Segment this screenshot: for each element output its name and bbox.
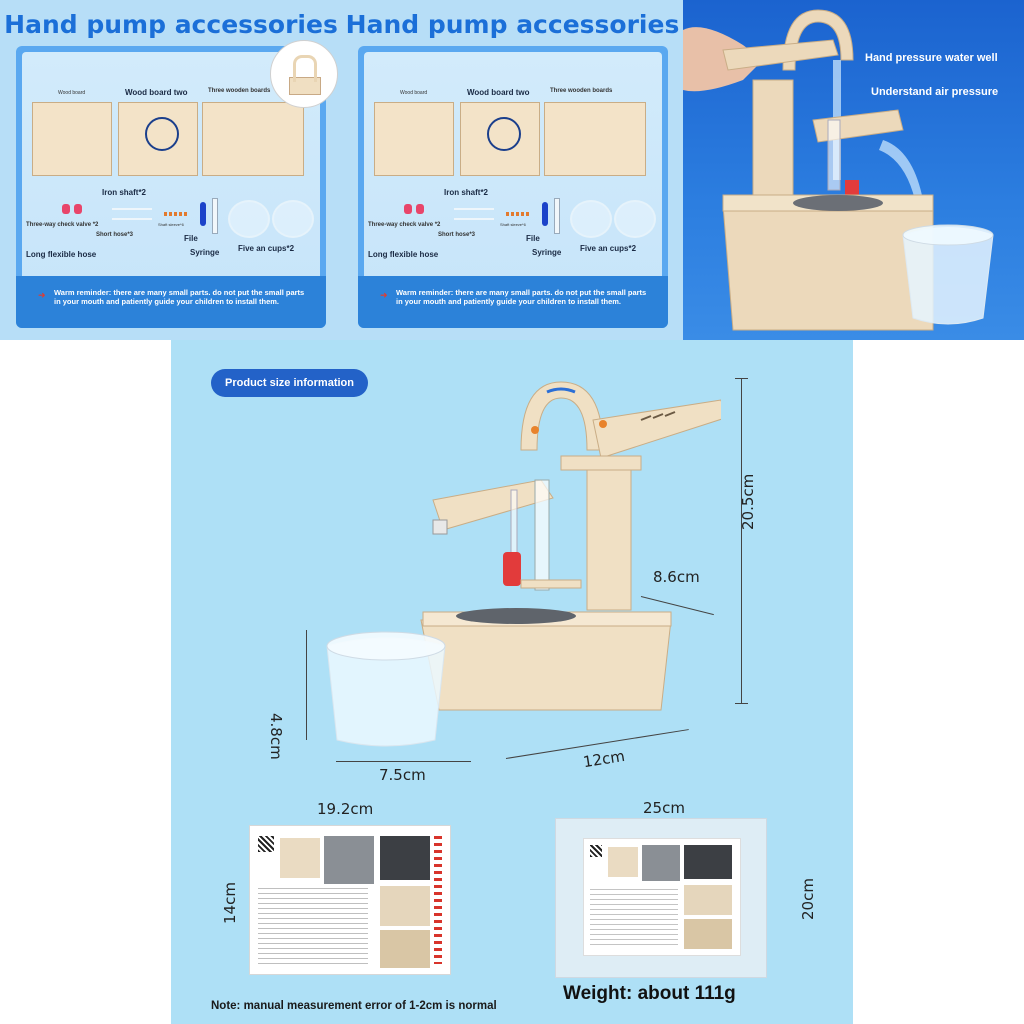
short-hose-label: Short hose*3 bbox=[96, 232, 134, 238]
card-inner: Wood board Wood board two Three wooden b… bbox=[22, 52, 320, 322]
height-dimension-line bbox=[741, 378, 742, 703]
long-hose-label: Long flexible hose bbox=[368, 250, 439, 259]
iron-shaft-image bbox=[454, 218, 494, 220]
file-image bbox=[542, 202, 548, 226]
wood-board-two-image bbox=[118, 102, 198, 176]
product-size-section: Product size information 20.5cm 8.6cm bbox=[171, 340, 853, 1024]
file-label: File bbox=[184, 234, 198, 243]
pump-size-illustration bbox=[326, 381, 721, 747]
packaging-bag-image bbox=[555, 818, 767, 978]
instruction-sheet-image bbox=[250, 826, 450, 974]
wood-board-two-label: Wood board two bbox=[467, 88, 530, 97]
check-valve-label: Three-way check valve *2 bbox=[368, 222, 441, 228]
cup-image bbox=[570, 200, 612, 238]
weight-label: Weight: about 111g bbox=[563, 983, 736, 1004]
arrow-right-icon: ➜ bbox=[38, 290, 46, 300]
iron-shaft-label: Iron shaft*2 bbox=[102, 188, 147, 197]
product-thumbnail bbox=[270, 40, 338, 108]
three-wooden-boards-label: Three wooden boards bbox=[550, 88, 613, 94]
shaft-sleeve-label: Shaft sleeve*6 bbox=[158, 222, 184, 227]
three-wooden-boards-label: Three wooden boards bbox=[208, 88, 271, 94]
cup-width-dimension-line bbox=[336, 761, 471, 762]
warm-reminder-text: Warm reminder: there are many small part… bbox=[54, 288, 305, 306]
accessories-card: Wood board Wood board two Three wooden b… bbox=[358, 46, 668, 328]
iron-shaft-image bbox=[112, 218, 152, 220]
iron-shaft-image bbox=[112, 208, 152, 210]
check-valve-label: Three-way check valve *2 bbox=[26, 222, 99, 228]
cups-label: Five an cups*2 bbox=[238, 244, 295, 253]
wood-board-two-image bbox=[460, 102, 540, 176]
syringe-label: Syringe bbox=[190, 248, 220, 257]
width-dimension-label: 12cm bbox=[581, 746, 627, 772]
shaft-sleeve-image bbox=[164, 212, 188, 216]
cup-height-dimension-line bbox=[306, 630, 307, 740]
three-wooden-boards-image bbox=[544, 102, 646, 176]
sheet-width-label: 19.2cm bbox=[317, 800, 374, 818]
check-valve-image bbox=[74, 204, 82, 214]
wood-board-label: Wood board bbox=[58, 90, 86, 96]
photo-caption-1: Hand pressure water well bbox=[865, 52, 998, 64]
product-size-pill: Product size information bbox=[211, 369, 368, 397]
cup-image bbox=[228, 200, 270, 238]
file-label: File bbox=[526, 234, 540, 243]
shaft-sleeve-image bbox=[506, 212, 530, 216]
long-hose-label: Long flexible hose bbox=[26, 250, 97, 259]
syringe-image bbox=[554, 198, 560, 234]
bag-height-label: 20cm bbox=[799, 878, 817, 920]
wood-board-image bbox=[374, 102, 454, 176]
accessories-panel-2: Hand pump accessories Wood board Wood bo… bbox=[342, 0, 683, 340]
panel-title: Hand pump accessories bbox=[345, 10, 680, 39]
shaft-sleeve-label: Shaft sleeve*6 bbox=[500, 222, 526, 227]
wood-board-image bbox=[32, 102, 112, 176]
cup-image bbox=[614, 200, 656, 238]
photo-caption-2: Understand air pressure bbox=[871, 86, 999, 98]
height-dimension-tick bbox=[735, 703, 748, 704]
iron-shaft-label: Iron shaft*2 bbox=[444, 188, 489, 197]
wood-board-two-label: Wood board two bbox=[125, 88, 188, 97]
pump-photo-illustration bbox=[683, 9, 994, 331]
three-wooden-boards-image bbox=[202, 102, 304, 176]
wood-board-label: Wood board bbox=[400, 90, 428, 96]
short-hose-label: Short hose*3 bbox=[438, 232, 476, 238]
panel-title: Hand pump accessories bbox=[4, 10, 338, 39]
warm-reminder-text: Warm reminder: there are many small part… bbox=[396, 288, 647, 306]
check-valve-image bbox=[62, 204, 70, 214]
arrow-right-icon: ➜ bbox=[380, 290, 388, 300]
cup-width-dimension-label: 7.5cm bbox=[379, 766, 426, 784]
warm-reminder-bar: ➜ Warm reminder: there are many small pa… bbox=[16, 276, 326, 328]
cup-image bbox=[272, 200, 314, 238]
cup-height-dimension-label: 4.8cm bbox=[267, 713, 285, 760]
file-image bbox=[200, 202, 206, 226]
warm-reminder-bar: ➜ Warm reminder: there are many small pa… bbox=[358, 276, 668, 328]
bag-width-label: 25cm bbox=[643, 799, 685, 817]
height-dimension-label: 20.5cm bbox=[739, 473, 757, 530]
check-valve-image bbox=[416, 204, 424, 214]
iron-shaft-image bbox=[454, 208, 494, 210]
product-photo-panel: Hand pressure water well Understand air … bbox=[683, 0, 1024, 340]
accessories-card: Wood board Wood board two Three wooden b… bbox=[16, 46, 326, 328]
cups-label: Five an cups*2 bbox=[580, 244, 637, 253]
syringe-image bbox=[212, 198, 218, 234]
depth-dimension-label: 8.6cm bbox=[653, 568, 700, 586]
sheet-height-label: 14cm bbox=[221, 882, 239, 924]
accessories-panel-1: Hand pump accessories Wood board Wood bo… bbox=[0, 0, 342, 340]
check-valve-image bbox=[404, 204, 412, 214]
syringe-label: Syringe bbox=[532, 248, 562, 257]
height-dimension-tick bbox=[735, 378, 748, 379]
measurement-note: Note: manual measurement error of 1-2cm … bbox=[211, 1000, 497, 1012]
